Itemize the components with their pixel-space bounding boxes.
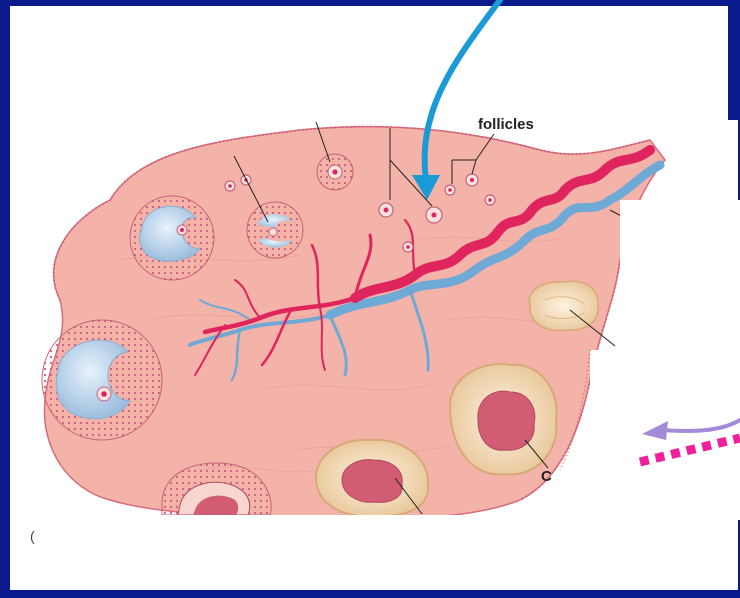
- crop-panel-right: [620, 200, 740, 350]
- caption-fragment: (: [30, 528, 35, 544]
- corpus-luteum-lower: [316, 440, 428, 516]
- early-antral-follicle: [247, 202, 303, 258]
- follicles-label: follicles: [478, 116, 534, 133]
- corpus-luteum: [450, 364, 557, 474]
- secondary-follicle: [317, 154, 353, 190]
- corpus-label-partial: C: [541, 468, 552, 485]
- crop-panel-bottom: [20, 515, 738, 590]
- top-white-panel: [10, 6, 728, 126]
- mature-follicle: [42, 320, 162, 440]
- antral-follicle: [130, 196, 214, 280]
- corpus-albicans-small: [529, 281, 598, 330]
